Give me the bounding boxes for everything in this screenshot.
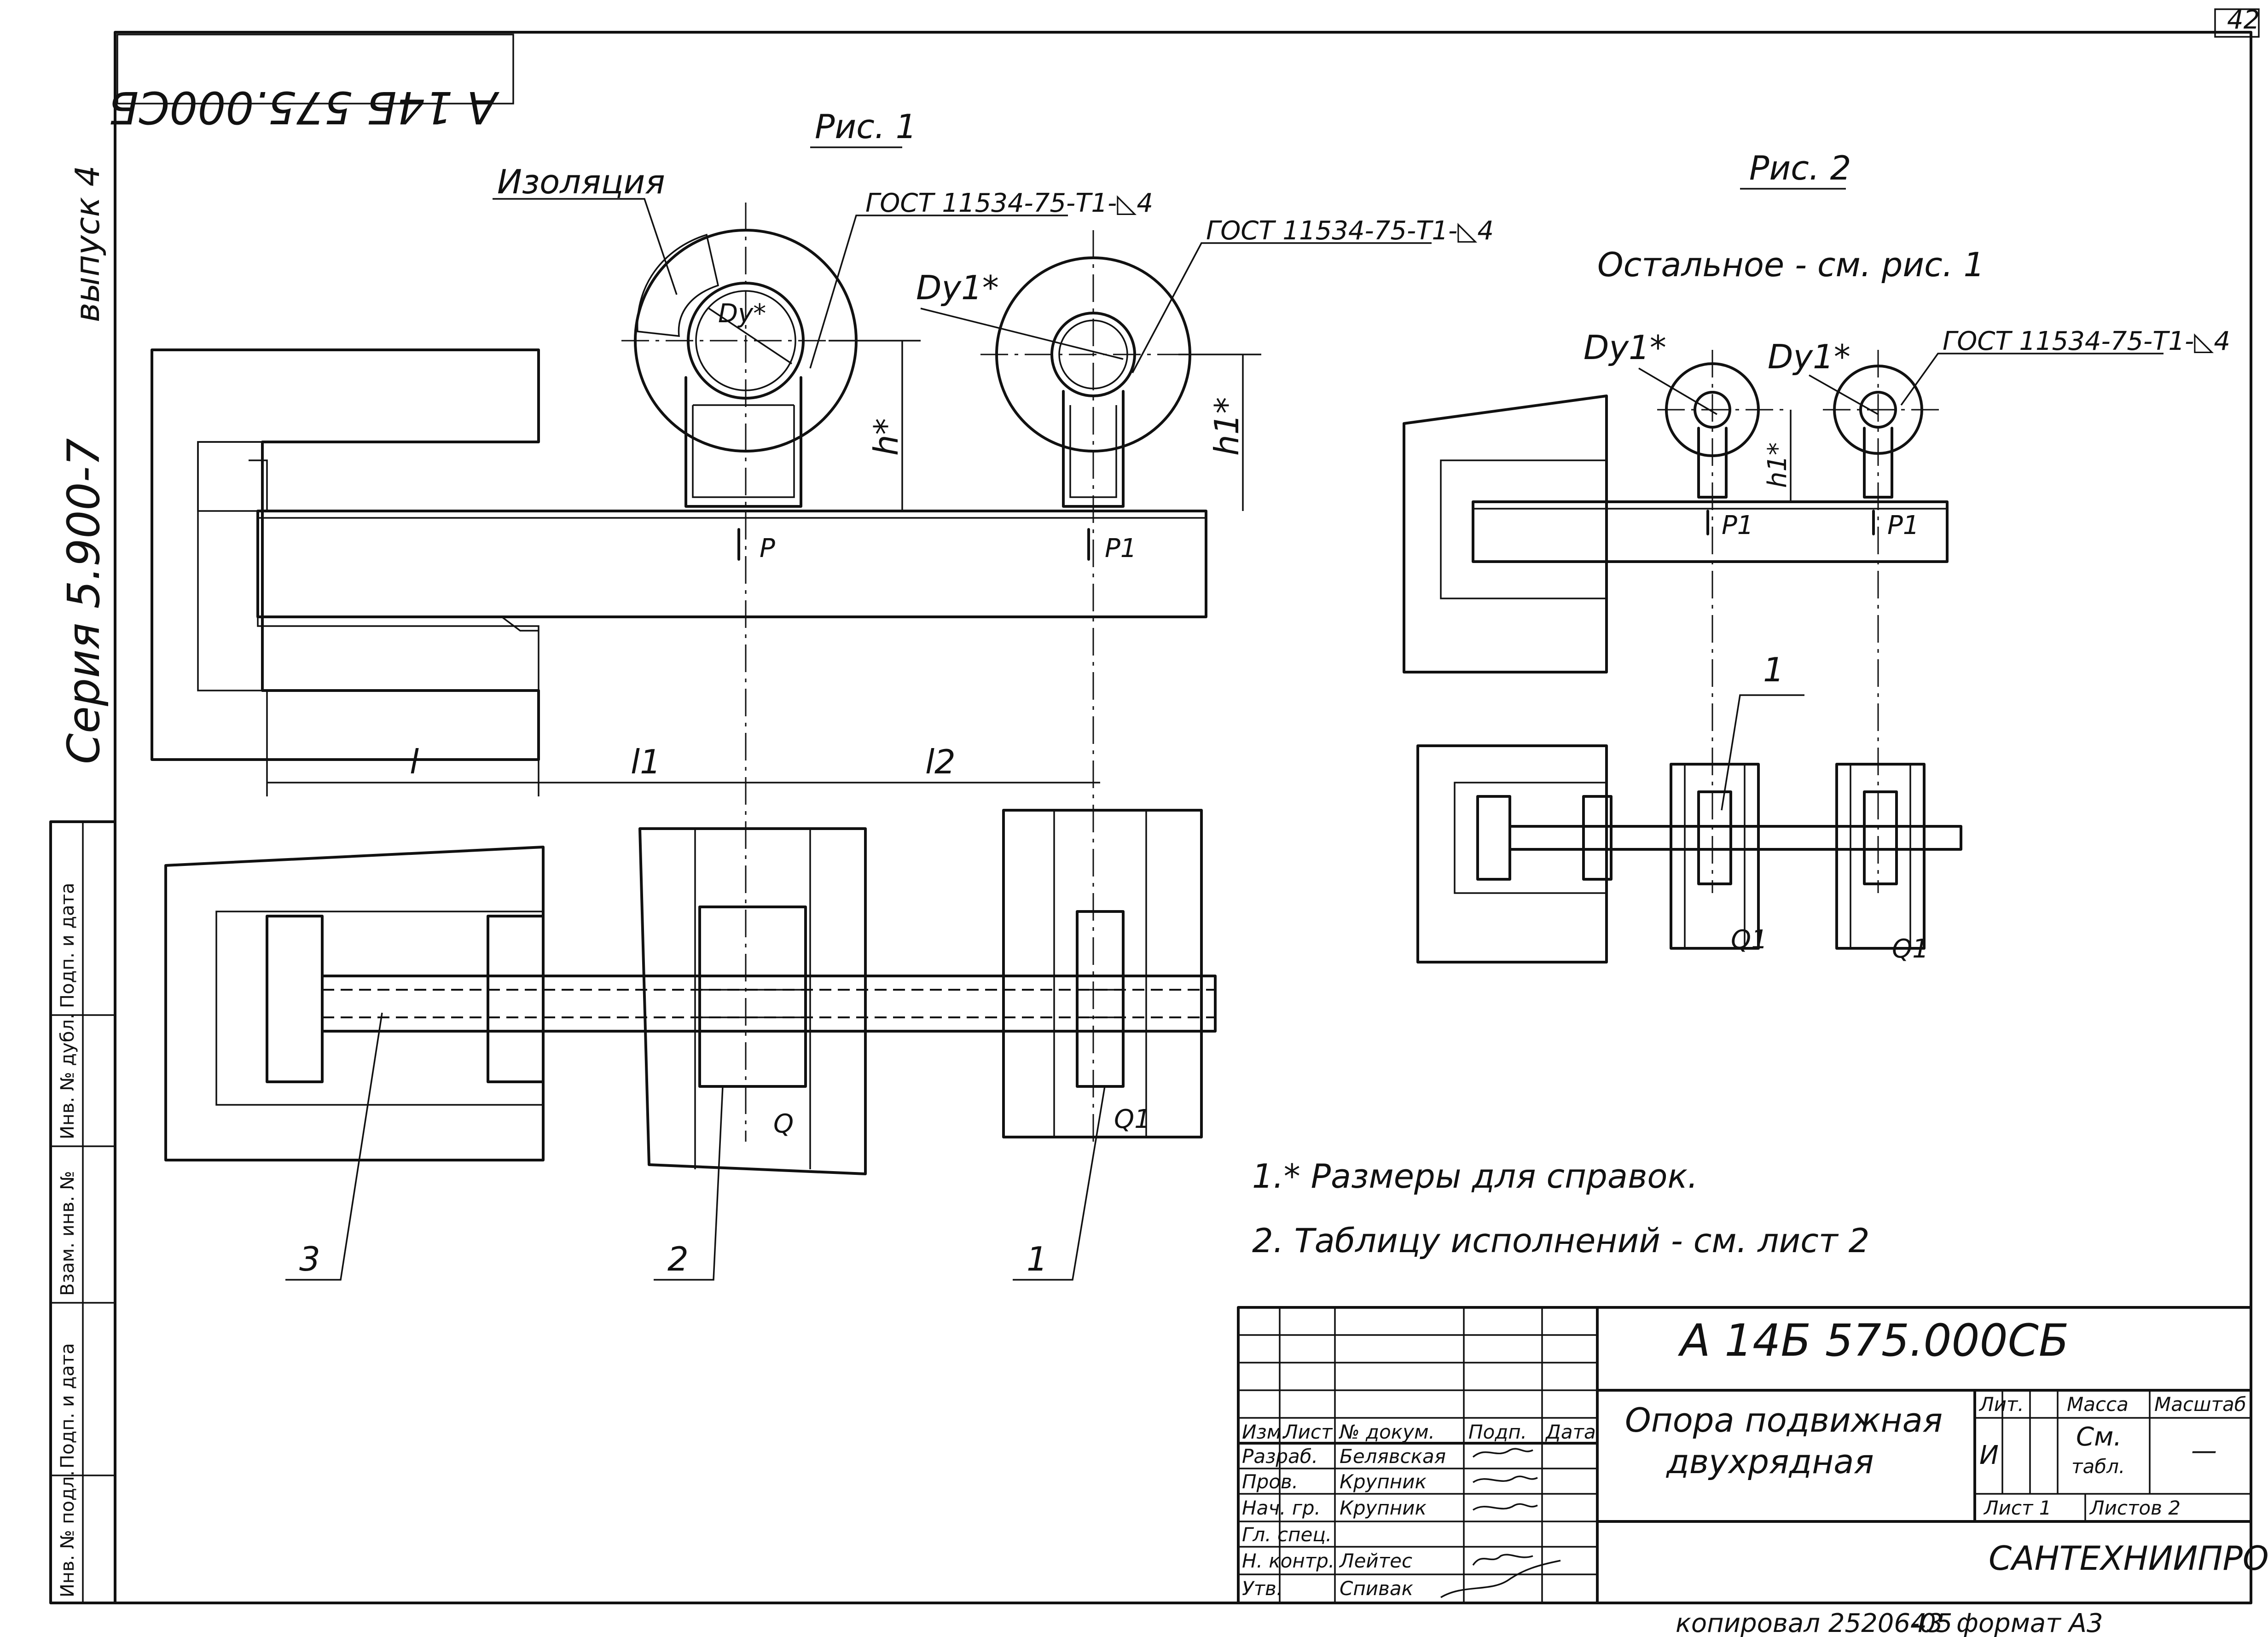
signature-1 [1472, 1448, 1533, 1458]
fig1-insulation-label: Изоляция [497, 163, 665, 201]
seriya-label: Серия 5.900-7 [58, 438, 110, 764]
page-number: 42 [2227, 5, 2260, 35]
note-2: 2. Таблицу исполнений - см. лист 2 [1252, 1221, 1869, 1260]
signature-5 [1472, 1554, 1533, 1566]
margin-field-2: Инв. № дубл. [57, 1013, 78, 1139]
fig2-p1-b: P1 [1887, 511, 1919, 540]
vypusk-label: выпуск 4 [68, 165, 107, 322]
fig2-gost: ГОСТ 11534-75-Т1-◺4 [1943, 326, 2230, 356]
fig1-h1-label: h1* [1207, 397, 1246, 456]
tb-role-1: Разраб. [1242, 1445, 1318, 1468]
fig1-l1-label: l1 [631, 743, 661, 781]
margin-field-4: Подп. и дата [57, 1343, 78, 1469]
fig2-plan-view [1416, 744, 1962, 964]
tb-col-list: Лист [1282, 1421, 1333, 1443]
margin-field-1: Подп. и дата [57, 883, 78, 1008]
fig2-h1-label: h1* [1763, 442, 1792, 488]
fig2-pos1: 1 [1763, 650, 1784, 689]
fig1-q1-label: Q1 [1114, 1104, 1151, 1134]
tb-sheet: Лист 1 [1983, 1497, 2052, 1519]
tb-name-5: Лейтес [1339, 1550, 1412, 1572]
tb-role-2: Пров. [1242, 1470, 1298, 1493]
tb-col-dokum: № докум. [1339, 1421, 1435, 1443]
fig2-title: Рис. 2 [1749, 149, 1851, 187]
fig1-title: Рис. 1 [815, 107, 916, 146]
fig1-p-label: P [760, 534, 775, 563]
inner-frame [114, 31, 2252, 1604]
tb-doc-number: А 14Б 575.000СБ [1677, 1315, 2069, 1366]
tb-name-line2: двухрядная [1665, 1442, 1874, 1481]
fig2-q1-b: Q1 [1892, 934, 1929, 964]
tb-sheets: Листов 2 [2089, 1497, 2181, 1519]
fig1-h-label: h* [867, 418, 905, 456]
fig1-q-label: Q [773, 1109, 794, 1139]
tb-role-5: Н. контр. [1242, 1550, 1334, 1572]
fig1-beam [249, 459, 1207, 632]
tb-role-6: Утв. [1242, 1577, 1282, 1600]
page-number-box [2214, 8, 2260, 38]
fig1-pos2: 2 [667, 1240, 689, 1278]
tb-name-3: Крупник [1340, 1497, 1427, 1519]
tb-organization: САНТЕХНИИПРОЕКТ [1989, 1539, 2268, 1578]
note-1: 1.* Размеры для справок. [1252, 1157, 1698, 1196]
fig1-l-label: l [410, 743, 419, 781]
tb-col-podp: Подп. [1468, 1421, 1527, 1443]
fig2-dy1-a: Dy1* [1584, 328, 1666, 367]
fig1-gost-2: ГОСТ 11534-75-Т1-◺4 [1206, 216, 1494, 246]
tb-mass-label: Масса [2067, 1393, 2129, 1416]
tb-role-4: Гл. спец. [1242, 1523, 1332, 1546]
tb-lit-value: И [1979, 1440, 1999, 1470]
top-stamp: А 14Б 575.000СБ [108, 81, 500, 133]
fig2-dy1-b: Dy1* [1768, 337, 1850, 376]
fig1-plan-view [164, 809, 1217, 1175]
tb-mass-value-1: См. [2076, 1422, 2122, 1452]
tb-name-line1: Опора подвижная [1625, 1401, 1943, 1440]
signature-2 [1473, 1475, 1538, 1483]
title-block [1237, 1306, 2252, 1604]
bottom-format: формат А3 [1956, 1608, 2103, 1637]
fig1-dy-label: Dy* [718, 299, 766, 329]
margin-field-5: Инв. № подл. [57, 1470, 78, 1597]
tb-lit-label: Лит. [1978, 1393, 2024, 1416]
fig2-note: Остальное - см. рис. 1 [1597, 245, 1984, 284]
tb-name-2: Крупник [1340, 1470, 1427, 1493]
tb-scale-label: Масштаб [2154, 1393, 2246, 1416]
fig1-gost-1: ГОСТ 11534-75-Т1-◺4 [865, 188, 1153, 218]
signature-3 [1473, 1503, 1538, 1511]
tb-col-data: Дата [1545, 1421, 1596, 1443]
fig1-wall [151, 348, 540, 761]
bottom-sheet-number: 43 [1910, 1608, 1943, 1637]
tb-name-1: Белявская [1340, 1445, 1446, 1468]
fig2-q1-a: Q1 [1731, 925, 1768, 955]
top-stamp-box [116, 34, 514, 104]
tb-scale-value: — [2191, 1436, 2217, 1466]
fig1-pos1: 1 [1027, 1240, 1048, 1278]
fig1-pos3: 3 [299, 1240, 320, 1278]
fig1-p1-label: P1 [1105, 534, 1137, 563]
bottom-copy-note: копировал 25206-05 [1676, 1608, 1952, 1637]
fig1-dy1-label: Dy1* [916, 268, 999, 307]
signature-6 [1440, 1560, 1561, 1598]
fig2-p1-a: P1 [1722, 511, 1753, 540]
tb-mass-value-2: табл. [2071, 1455, 2125, 1478]
tb-name-6: Спивак [1340, 1577, 1414, 1600]
tb-role-3: Нач. гр. [1242, 1497, 1321, 1519]
tb-col-izm: Изм. [1242, 1421, 1288, 1443]
fig1-l2-label: l2 [925, 743, 956, 781]
margin-field-3: Взам. инв. № [57, 1171, 78, 1296]
